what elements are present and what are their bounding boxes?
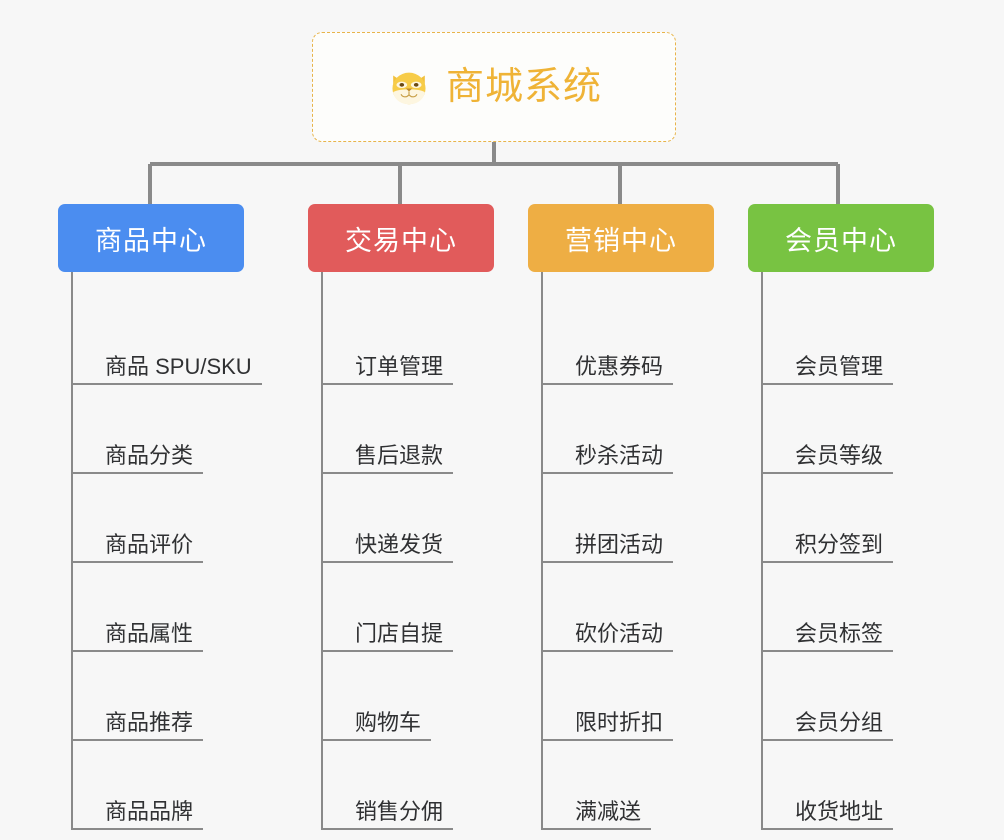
leaf-underline [73, 828, 203, 830]
leaf-underline [543, 828, 651, 830]
leaf-label: 商品属性 [105, 620, 194, 646]
leaf-label: 商品分类 [105, 442, 194, 468]
leaf-item[interactable]: 商品分类 [73, 385, 258, 474]
leaf-label: 限时折扣 [575, 709, 664, 735]
leaf-item[interactable]: 积分签到 [763, 474, 948, 563]
leaf-item[interactable]: 优惠券码 [543, 296, 728, 385]
leaf-label: 收货地址 [795, 798, 884, 824]
leaf-label: 积分签到 [795, 531, 884, 557]
shiba-dog-face-icon [392, 72, 426, 105]
leaf-list: 优惠券码秒杀活动拼团活动砍价活动限时折扣满减送 [541, 272, 728, 830]
leaf-underline [543, 739, 673, 741]
leaf-label: 会员等级 [795, 442, 884, 468]
leaf-item[interactable]: 会员管理 [763, 296, 948, 385]
category-label: 交易中心 [345, 225, 457, 256]
leaf-label: 商品 SPU/SKU [105, 353, 252, 379]
branch-column: 商品中心商品 SPU/SKU 商品分类商品评价商品属性商品推荐商品品牌 [58, 204, 262, 830]
leaf-item[interactable]: 秒杀活动 [543, 385, 728, 474]
leaf-item[interactable]: 会员标签 [763, 563, 948, 652]
leaf-label: 门店自提 [355, 620, 444, 646]
leaf-item[interactable]: 商品品牌 [73, 741, 258, 830]
leaf-item[interactable]: 会员分组 [763, 652, 948, 741]
leaf-item[interactable]: 销售分佣 [323, 741, 508, 830]
leaf-underline [763, 739, 893, 741]
leaf-item[interactable]: 售后退款 [323, 385, 508, 474]
leaf-label: 商品评价 [105, 531, 194, 557]
leaf-item[interactable]: 购物车 [323, 652, 508, 741]
leaf-item[interactable]: 门店自提 [323, 563, 508, 652]
leaf-underline [73, 561, 203, 563]
leaf-underline [73, 650, 203, 652]
leaf-label: 秒杀活动 [575, 442, 664, 468]
category-label: 商品中心 [95, 225, 207, 256]
leaf-underline [763, 472, 893, 474]
leaf-label: 会员标签 [795, 620, 884, 646]
leaf-underline [543, 561, 673, 563]
root-node[interactable]: 商城系统 [312, 32, 676, 142]
leaf-item[interactable]: 商品属性 [73, 563, 258, 652]
leaf-label: 砍价活动 [575, 620, 664, 646]
category-box[interactable]: 商品中心 [58, 204, 244, 272]
leaf-label: 商品推荐 [105, 709, 194, 735]
leaf-underline [323, 561, 453, 563]
leaf-item[interactable]: 拼团活动 [543, 474, 728, 563]
leaf-item[interactable]: 商品 SPU/SKU [73, 296, 262, 385]
leaf-item[interactable]: 收货地址 [763, 741, 948, 830]
category-label: 会员中心 [785, 225, 897, 256]
leaf-item[interactable]: 满减送 [543, 741, 728, 830]
leaf-underline [543, 383, 673, 385]
leaf-label: 销售分佣 [355, 798, 444, 824]
leaf-underline [323, 472, 453, 474]
leaf-list: 会员管理会员等级积分签到会员标签会员分组收货地址 [761, 272, 948, 830]
leaf-label: 商品品牌 [105, 798, 194, 824]
leaf-underline [763, 383, 893, 385]
category-box[interactable]: 交易中心 [308, 204, 494, 272]
leaf-underline [73, 739, 203, 741]
leaf-label: 购物车 [355, 709, 422, 735]
leaf-item[interactable]: 商品推荐 [73, 652, 258, 741]
leaf-underline [543, 472, 673, 474]
leaf-item[interactable]: 快递发货 [323, 474, 508, 563]
category-label: 营销中心 [565, 225, 677, 256]
leaf-list: 订单管理售后退款快递发货门店自提购物车销售分佣 [321, 272, 508, 830]
leaf-list: 商品 SPU/SKU 商品分类商品评价商品属性商品推荐商品品牌 [71, 272, 262, 830]
leaf-underline [323, 650, 453, 652]
root-title: 商城系统 [445, 66, 602, 108]
leaf-underline [73, 383, 262, 385]
leaf-label: 拼团活动 [575, 531, 664, 557]
leaf-label: 售后退款 [355, 442, 444, 468]
leaf-underline [763, 561, 893, 563]
branch-column: 营销中心优惠券码秒杀活动拼团活动砍价活动限时折扣满减送 [528, 204, 728, 830]
leaf-underline [543, 650, 673, 652]
leaf-underline [323, 383, 453, 385]
leaf-underline [763, 650, 893, 652]
leaf-item[interactable]: 会员等级 [763, 385, 948, 474]
leaf-label: 优惠券码 [575, 353, 664, 379]
leaf-item[interactable]: 商品评价 [73, 474, 258, 563]
leaf-label: 会员管理 [795, 353, 884, 379]
leaf-item[interactable]: 限时折扣 [543, 652, 728, 741]
leaf-label: 快递发货 [355, 531, 444, 557]
branch-column: 交易中心订单管理售后退款快递发货门店自提购物车销售分佣 [308, 204, 508, 830]
category-box[interactable]: 会员中心 [748, 204, 934, 272]
leaf-underline [73, 472, 203, 474]
leaf-item[interactable]: 订单管理 [323, 296, 508, 385]
leaf-label: 订单管理 [355, 353, 444, 379]
leaf-item[interactable]: 砍价活动 [543, 563, 728, 652]
branch-column: 会员中心会员管理会员等级积分签到会员标签会员分组收货地址 [748, 204, 948, 830]
leaf-underline [763, 828, 893, 830]
leaf-underline [323, 828, 453, 830]
leaf-label: 会员分组 [795, 709, 884, 735]
leaf-underline [323, 739, 431, 741]
leaf-label: 满减送 [575, 798, 642, 824]
category-box[interactable]: 营销中心 [528, 204, 714, 272]
